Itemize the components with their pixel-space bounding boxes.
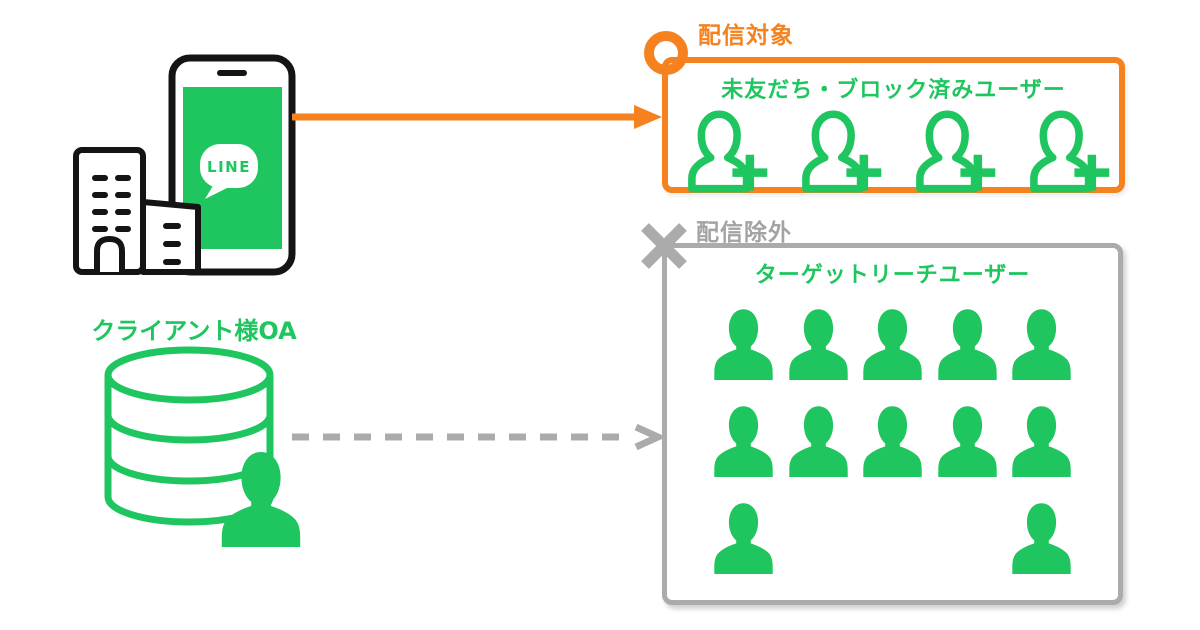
target-box-title: 未友だち・ブロック済みユーザー	[721, 78, 1066, 103]
excluded-user-icons	[667, 305, 1118, 576]
user-add-icon	[674, 109, 772, 193]
user-add-icon	[788, 109, 886, 193]
user-icon	[1005, 402, 1078, 479]
database-user-icon	[221, 451, 301, 547]
user-add-icon	[902, 109, 1000, 193]
user-icon	[1005, 305, 1078, 382]
line-logo-text: LINE	[207, 158, 251, 176]
line-logo-icon: LINE	[200, 144, 258, 199]
user-add-icon	[1016, 109, 1114, 193]
user-icon	[931, 402, 1004, 479]
delivery-target-box: 未友だち・ブロック済みユーザー	[662, 57, 1125, 193]
target-marker-circle-icon	[644, 31, 688, 75]
excluded-x-icon	[641, 223, 687, 269]
excluded-box-title: ターゲットリーチユーザー	[754, 263, 1031, 288]
delivery-arrow-icon	[292, 105, 662, 129]
user-icon	[707, 305, 780, 382]
user-icon	[782, 402, 855, 479]
client-database-illustration	[104, 346, 301, 547]
excluded-arrow-icon	[292, 423, 665, 451]
client-oa-label: クライアント様OA	[91, 317, 297, 345]
user-icon	[1005, 499, 1078, 576]
user-icon	[856, 305, 929, 382]
line-oa-illustration: LINE	[73, 54, 296, 276]
user-icon	[707, 499, 780, 576]
excluded-box-tag: 配信除外	[696, 220, 792, 246]
target-user-icons	[668, 109, 1119, 193]
user-icon	[707, 402, 780, 479]
database-icon	[104, 346, 274, 526]
phone-speaker-icon	[217, 70, 247, 76]
user-icon	[856, 402, 929, 479]
delivery-excluded-box: ターゲットリーチユーザー	[662, 243, 1123, 605]
user-icon	[931, 305, 1004, 382]
building-icon	[73, 147, 201, 275]
target-box-tag: 配信対象	[698, 23, 794, 49]
user-icon	[782, 305, 855, 382]
